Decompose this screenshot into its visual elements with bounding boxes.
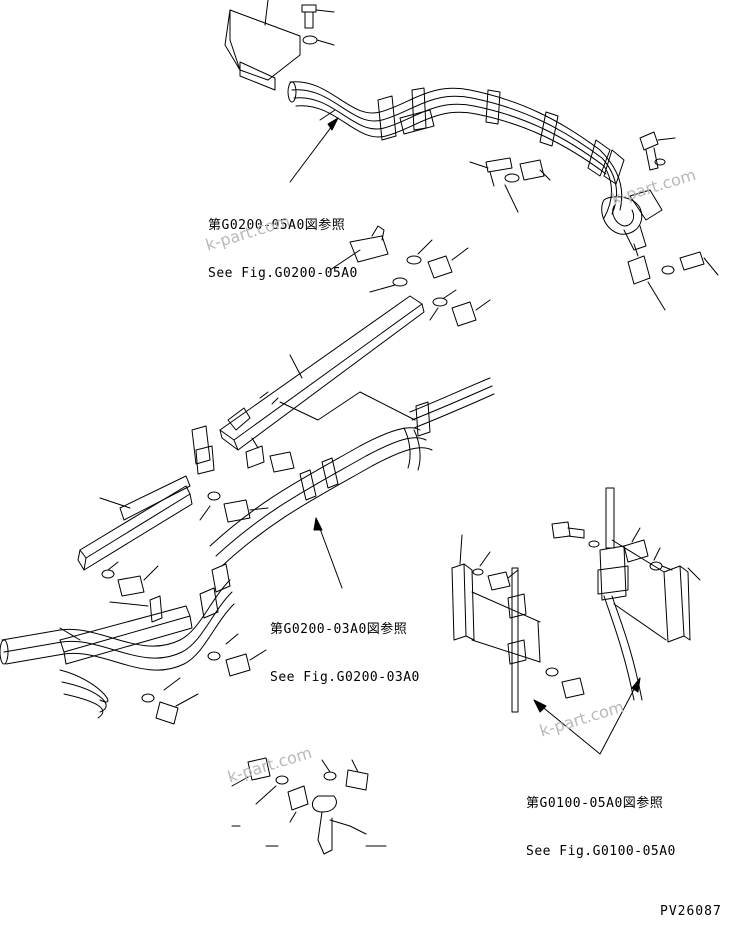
long-bracket <box>220 296 424 450</box>
mid-clip-bolt <box>470 158 550 212</box>
right-vertical-bracket <box>598 488 700 700</box>
ref-label-g0200-03a0: 第G0200-03A0図参照 See Fig.G0200-03A0 <box>270 590 420 702</box>
ref-en-text: See Fig.G0200-03A0 <box>270 670 420 685</box>
washer-bolt-set-c <box>102 492 268 622</box>
center-vertical-hose <box>472 568 584 712</box>
ref-en-text: See Fig.G0100-05A0 <box>526 844 676 859</box>
small-bracket <box>330 226 388 270</box>
ref-label-g0200-05a0: 第G0200-05A0図参照 See Fig.G0200-05A0 <box>208 186 358 298</box>
top-bolt <box>302 5 334 45</box>
ref-jp-text: 第G0200-05A0図参照 <box>208 218 346 233</box>
drawing-number: PV26087 <box>660 904 722 919</box>
washer-bolt-set-a <box>370 240 468 292</box>
top-bracket <box>225 0 300 90</box>
ref-jp-text: 第G0200-03A0図参照 <box>270 622 408 637</box>
leader-arrow-g0200-03a0 <box>314 518 342 588</box>
left-bracket-assembly <box>78 476 192 570</box>
leader-arrow-g0200-05a0 <box>290 118 338 182</box>
ref-label-g0100-05a0: 第G0100-05A0図参照 See Fig.G0100-05A0 <box>526 764 676 876</box>
ref-jp-text: 第G0100-05A0図参照 <box>526 796 664 811</box>
right-washer-bolts <box>552 522 672 570</box>
leader-arrows-g0100-05a0 <box>534 678 640 754</box>
small-bracket-plates <box>192 426 294 474</box>
top-hose-bundle <box>288 82 662 250</box>
washer-bolt-set-b <box>430 290 490 326</box>
washer-bolt-set-d <box>142 634 266 724</box>
bottom-fitting-assembly <box>232 758 386 854</box>
right-clip-bolt <box>628 244 718 310</box>
left-vertical-bracket <box>452 535 518 640</box>
ref-en-text: See Fig.G0200-05A0 <box>208 266 358 281</box>
middle-hose-bundle <box>210 378 494 566</box>
lower-hose-bundle <box>0 564 234 718</box>
top-right-bolt <box>640 132 675 170</box>
